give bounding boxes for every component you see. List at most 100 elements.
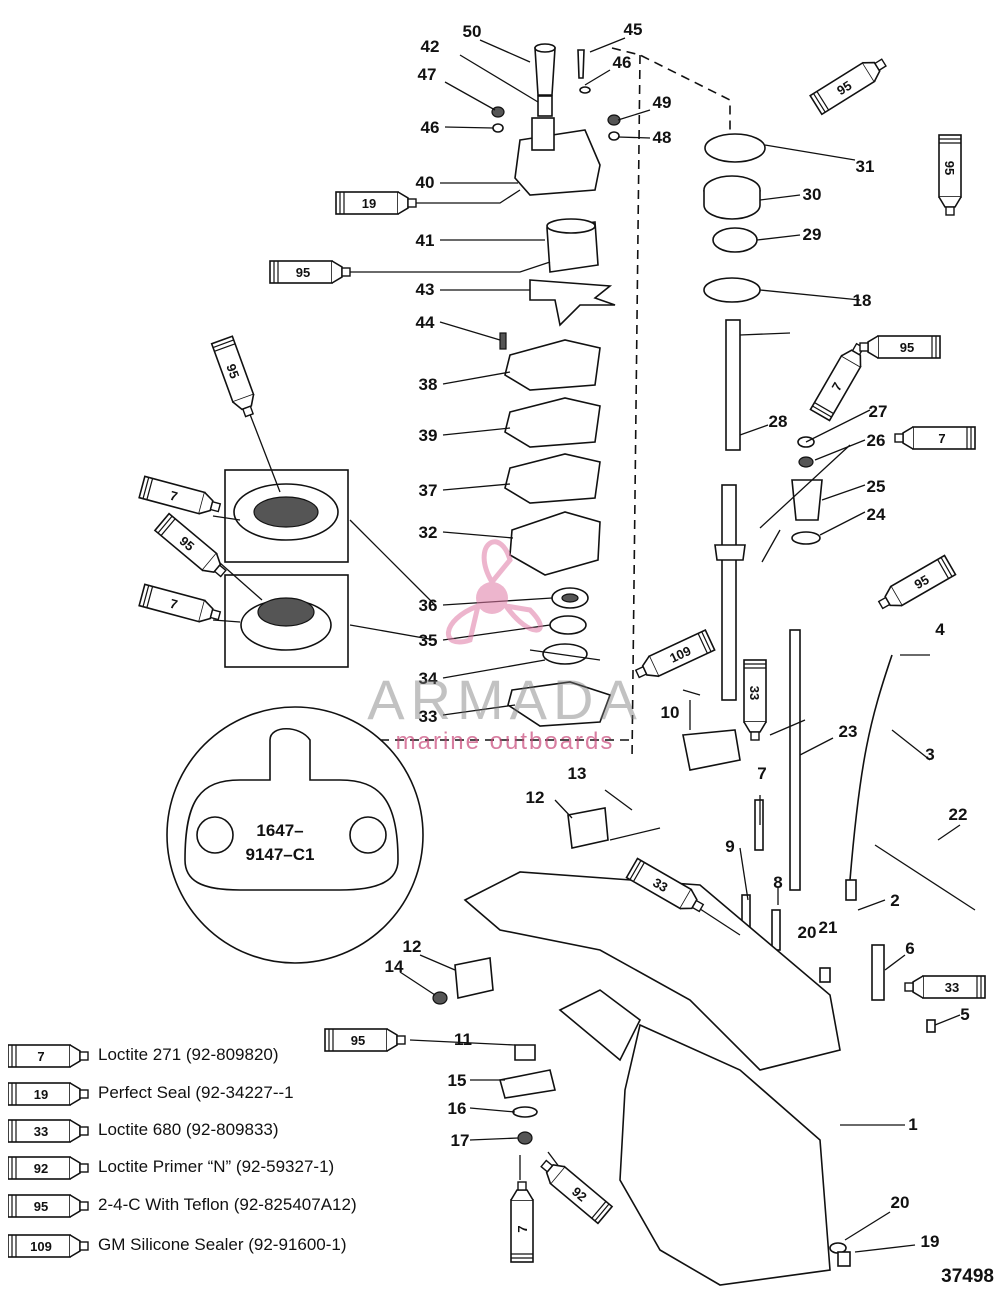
svg-text:7: 7: [37, 1049, 44, 1064]
legend-row: 95 2-4-C With Teflon (92-825407A12): [8, 1190, 357, 1220]
callout-50: 50: [463, 22, 482, 41]
water-pump-parts: [491, 43, 621, 727]
inset-code-line2: 9147–C1: [245, 845, 314, 864]
sealant-tube: 95: [809, 52, 891, 116]
callout-16: 16: [448, 1099, 467, 1118]
svg-text:33: 33: [747, 686, 762, 700]
callout-27: 27: [869, 402, 888, 421]
legend-row: 19 Perfect Seal (92-34227--1: [8, 1078, 294, 1108]
tube-icon: 33: [8, 1119, 89, 1143]
callout-8: 8: [773, 873, 782, 892]
leader-lines: [212, 37, 961, 1253]
sealant-tube: 95: [859, 335, 941, 359]
svg-text:95: 95: [900, 340, 914, 355]
callout-24: 24: [867, 505, 886, 524]
callout-20: 20: [891, 1193, 910, 1212]
sealant-tube: 19: [335, 191, 417, 215]
sealant-tube: 7: [894, 426, 976, 450]
svg-text:7: 7: [168, 488, 179, 504]
tube-icon: 19: [8, 1082, 89, 1106]
tube-icon: 7: [8, 1044, 89, 1068]
callout-31: 31: [856, 157, 875, 176]
callout-34: 34: [419, 669, 438, 688]
sealant-tube: 33: [743, 659, 767, 741]
callout-46: 46: [613, 53, 632, 72]
sealant-tube: 7: [510, 1181, 534, 1263]
callout-36: 36: [419, 596, 438, 615]
callout-25: 25: [867, 477, 886, 496]
callout-18: 18: [853, 291, 872, 310]
svg-text:95: 95: [223, 362, 242, 381]
svg-text:92: 92: [34, 1161, 48, 1176]
shaft-assembly-dashed-line: [611, 47, 731, 130]
sealant-tube: 95: [324, 1028, 406, 1052]
legend-label: Loctite 271 (92-809820): [98, 1045, 279, 1064]
callout-29: 29: [803, 225, 822, 244]
callout-9: 9: [725, 837, 734, 856]
sealant-tube: 95: [938, 134, 962, 216]
callout-37: 37: [419, 481, 438, 500]
callout-19: 19: [921, 1232, 940, 1251]
callout-6: 6: [905, 939, 914, 958]
legend-row: 92 Loctite Primer “N” (92-59327-1): [8, 1152, 334, 1182]
sealant-tube: 33: [625, 857, 708, 919]
callout-15: 15: [448, 1071, 467, 1090]
sealant-tube: 95: [210, 335, 261, 420]
callout-48: 48: [653, 128, 672, 147]
callout-41: 41: [416, 231, 435, 250]
legend-label: Loctite Primer “N” (92-59327-1): [98, 1157, 335, 1176]
callout-17: 17: [451, 1131, 470, 1150]
callout-14: 14: [385, 957, 404, 976]
svg-text:7: 7: [168, 596, 179, 612]
watermark-logo: [445, 539, 543, 645]
svg-text:95: 95: [351, 1033, 365, 1048]
sealant-tube: 92: [535, 1154, 613, 1225]
callout-20: 20: [798, 923, 817, 942]
svg-text:109: 109: [30, 1239, 52, 1254]
legend-label: Perfect Seal (92-34227--1: [98, 1083, 294, 1102]
callout-49: 49: [653, 93, 672, 112]
sealant-tube: 7: [809, 339, 871, 422]
svg-text:95: 95: [34, 1199, 48, 1214]
svg-text:7: 7: [938, 431, 945, 446]
sealant-tube: 33: [904, 975, 986, 999]
sealant-tube: 7: [138, 475, 223, 520]
callout-5: 5: [960, 1005, 969, 1024]
callout-7: 7: [757, 764, 766, 783]
callout-11: 11: [454, 1030, 472, 1049]
sealant-tube: 95: [154, 512, 232, 583]
callout-1: 1: [908, 1115, 917, 1134]
gear-housing: [432, 729, 851, 1286]
callout-45: 45: [624, 20, 643, 39]
legend-label: 2-4-C With Teflon (92-825407A12): [98, 1195, 357, 1214]
tube-icon: 92: [8, 1156, 89, 1180]
callout-43: 43: [416, 280, 435, 299]
legend-row: 7 Loctite 271 (92-809820): [8, 1040, 279, 1070]
svg-text:33: 33: [945, 980, 959, 995]
callout-30: 30: [803, 185, 822, 204]
callout-39: 39: [419, 426, 438, 445]
detail-inset-circle: 1647– 9147–C1: [166, 706, 424, 964]
callout-21: 21: [819, 918, 838, 937]
callout-12: 12: [526, 788, 545, 807]
callout-35: 35: [419, 631, 438, 650]
inset-code-line1: 1647–: [256, 821, 303, 840]
callout-42: 42: [421, 37, 440, 56]
sealant-tube: 109: [632, 629, 716, 685]
callout-22: 22: [949, 805, 968, 824]
tube-icon: 95: [8, 1194, 89, 1218]
callout-4: 4: [935, 620, 945, 639]
callout-47: 47: [418, 65, 437, 84]
callout-32: 32: [419, 523, 438, 542]
svg-text:95: 95: [296, 265, 310, 280]
legend-row: 109 GM Silicone Sealer (92-91600-1): [8, 1230, 347, 1260]
svg-text:33: 33: [34, 1124, 48, 1139]
svg-text:95: 95: [834, 78, 854, 98]
sealant-tube: 95: [874, 554, 957, 616]
callout-44: 44: [416, 313, 435, 332]
callout-23: 23: [839, 722, 858, 741]
legend-row: 33 Loctite 680 (92-809833): [8, 1115, 279, 1145]
svg-text:95: 95: [912, 572, 932, 592]
svg-text:95: 95: [942, 161, 957, 175]
tube-icon: 109: [8, 1234, 89, 1258]
